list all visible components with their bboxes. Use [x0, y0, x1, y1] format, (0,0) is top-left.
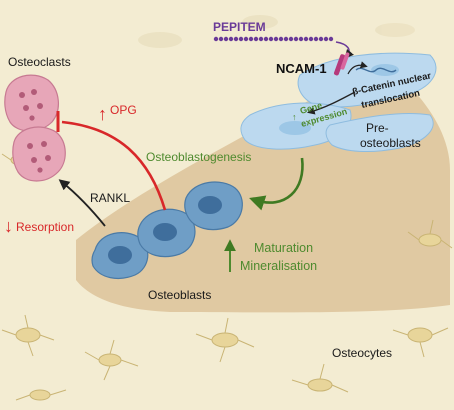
osteoblastogenesis-label: Osteoblastogenesis: [146, 150, 251, 164]
osteocytes-label: Osteocytes: [332, 346, 392, 360]
osteocyte-cell: [15, 389, 67, 401]
osteoclasts-group: [4, 74, 66, 182]
rankl-label: RANKL: [90, 191, 130, 205]
mineralisation-label: Mineralisation: [240, 259, 317, 273]
pre-osteoblast-cell: [325, 112, 434, 153]
pre-osteoblast-lining: [240, 52, 437, 153]
resorption-label: Resorption: [16, 220, 74, 234]
gene-expression-up-arrow: ↑: [292, 112, 297, 122]
opg-up-arrow: ↑: [98, 104, 107, 124]
osteoblast-cell: [184, 181, 243, 231]
pre-osteoblasts-label-line1: Pre-: [366, 121, 389, 135]
gene-expression-arrow: [306, 91, 356, 115]
osteocyte-cell: [392, 327, 449, 358]
osteoclast-cell: [12, 126, 66, 182]
pepitem-chain: [213, 36, 334, 42]
osteoclasts-label: Osteoclasts: [8, 55, 71, 69]
ncam1-label: NCAM-1: [276, 61, 327, 76]
osteocyte-cell: [84, 339, 139, 381]
osteoblasts-group: [91, 181, 243, 279]
osteoblastogenesis-arrow: [249, 157, 304, 211]
pre-osteoblast-cell: [297, 52, 437, 108]
osteocyte-cell: [195, 317, 255, 363]
osteoblasts-label: Osteoblasts: [148, 288, 211, 302]
opg-inhibition-arc: [61, 120, 167, 211]
resorption-down-arrow: ↓: [4, 216, 13, 236]
osteocyte-cell: [291, 363, 349, 393]
rankl-arrow: [58, 179, 106, 227]
maturation-label: Maturation: [254, 241, 313, 255]
osteoblast-cell: [91, 232, 149, 279]
osteocyte-cell: [407, 219, 453, 249]
ncam1-receptor: [333, 52, 350, 76]
opg-label: OPG: [110, 103, 137, 117]
pepitem-label: PEPITEM: [213, 20, 266, 34]
osteoclast-cell: [4, 74, 59, 132]
pre-osteoblasts-label-line2: osteoblasts: [360, 136, 421, 150]
pre-osteoblast-nucleus: [279, 121, 311, 135]
osteoblast-cell: [137, 208, 196, 258]
bone-texture: [138, 15, 415, 48]
osteocyte-cell: [1, 314, 55, 357]
beta-catenin-arrow: [347, 61, 368, 75]
beta-catenin-squiggle: [355, 67, 397, 73]
